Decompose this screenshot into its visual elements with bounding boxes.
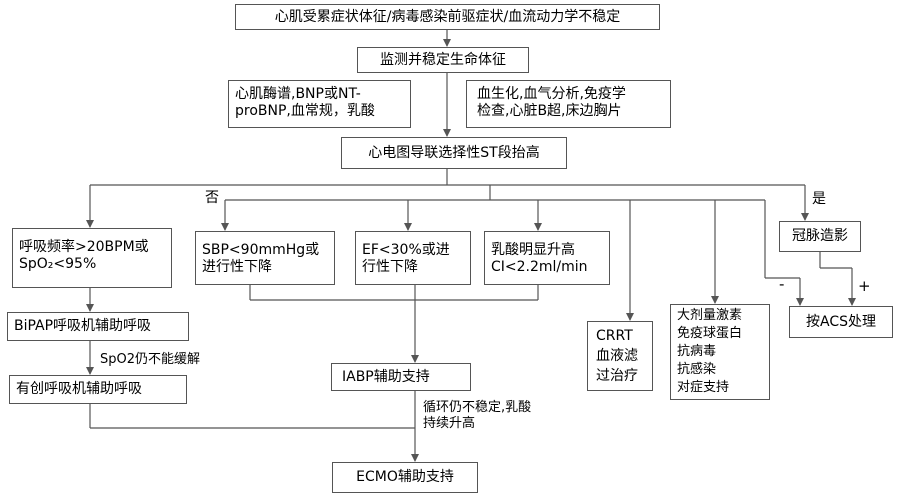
label-yes: 是 <box>812 191 826 207</box>
labs-right-line2: 检查,心脏B超,床边胸片 <box>477 103 622 119</box>
lactate-line2: CI<2.2ml/min <box>491 259 588 275</box>
acs-text: 按ACS处理 <box>806 314 876 330</box>
labs-left-line1: 心肌酶谱,BNP或NT- <box>235 86 361 102</box>
crrt-line3: 过治疗 <box>596 368 638 384</box>
labs-left-box: 心肌酶谱,BNP或NT- proBNP,血常规，乳酸 <box>228 80 411 128</box>
therapy-line1: 大剂量激素 <box>677 308 743 323</box>
therapy-line4: 抗感染 <box>677 362 717 377</box>
acs-box: 按ACS处理 <box>789 306 893 338</box>
label-spo2-fail: SpO2仍不能缓解 <box>100 352 201 367</box>
labs-right-line1: 血生化,血气分析,免疫学 <box>477 86 626 102</box>
angio-box: 冠脉造影 <box>779 221 861 252</box>
invasive-box: 有创呼吸机辅助呼吸 <box>9 375 187 404</box>
label-plus: + <box>858 277 871 295</box>
bipap-text: BiPAP呼吸机辅助呼吸 <box>14 318 152 334</box>
label-circ-fail: 循环仍不稳定,乳酸 持续升高 <box>423 400 531 432</box>
labs-right-box: 血生化,血气分析,免疫学 检查,心脏B超,床边胸片 <box>466 80 671 128</box>
ef-line2: 行性下降 <box>362 259 418 275</box>
resp-line2: SpO₂<95% <box>19 256 97 272</box>
lactate-line1: 乳酸明显升高 <box>491 242 575 258</box>
sbp-line2: 进行性下降 <box>202 259 272 275</box>
top-symptoms-text: 心肌受累症状体征/病毒感染前驱症状/血流动力学不稳定 <box>274 9 621 25</box>
resp-line1: 呼吸频率>20BPM或 <box>19 239 149 255</box>
ecg-text: 心电图导联选择性ST段抬高 <box>368 145 540 161</box>
therapy-line3: 抗病毒 <box>677 344 717 359</box>
top-symptoms-box: 心肌受累症状体征/病毒感染前驱症状/血流动力学不稳定 <box>235 4 660 30</box>
label-circ-fail-line1: 循环仍不稳定,乳酸 <box>423 400 532 415</box>
lactate-box: 乳酸明显升高 CI<2.2ml/min <box>484 231 610 285</box>
iabp-box: IABP辅助支持 <box>331 363 471 391</box>
crrt-box: CRRT 血液滤 过治疗 <box>587 321 653 391</box>
ef-line1: EF<30%或进 <box>362 242 450 258</box>
ef-box: EF<30%或进 行性下降 <box>355 231 471 285</box>
crrt-line1: CRRT <box>596 328 633 344</box>
therapy-box: 大剂量激素 免疫球蛋白 抗病毒 抗感染 对症支持 <box>670 304 770 400</box>
label-circ-fail-line2: 持续升高 <box>423 416 476 431</box>
bipap-box: BiPAP呼吸机辅助呼吸 <box>7 312 189 341</box>
ecmo-box: ECMO辅助支持 <box>332 462 478 493</box>
label-minus: - <box>779 275 785 293</box>
crrt-line2: 血液滤 <box>596 348 638 364</box>
resp-box: 呼吸频率>20BPM或 SpO₂<95% <box>12 228 172 288</box>
monitor-box: 监测并稳定生命体征 <box>357 47 529 73</box>
sbp-box: SBP<90mmHg或 进行性下降 <box>195 231 335 285</box>
labs-left-line2: proBNP,血常规，乳酸 <box>235 103 375 119</box>
iabp-text: IABP辅助支持 <box>342 369 430 385</box>
sbp-line1: SBP<90mmHg或 <box>202 242 320 258</box>
ecg-box: 心电图导联选择性ST段抬高 <box>341 137 567 169</box>
angio-text: 冠脉造影 <box>792 228 848 244</box>
label-no: 否 <box>205 190 219 206</box>
therapy-line2: 免疫球蛋白 <box>677 326 743 341</box>
therapy-line5: 对症支持 <box>677 380 730 395</box>
invasive-text: 有创呼吸机辅助呼吸 <box>16 381 142 397</box>
monitor-text: 监测并稳定生命体征 <box>380 52 506 68</box>
ecmo-text: ECMO辅助支持 <box>356 469 454 485</box>
